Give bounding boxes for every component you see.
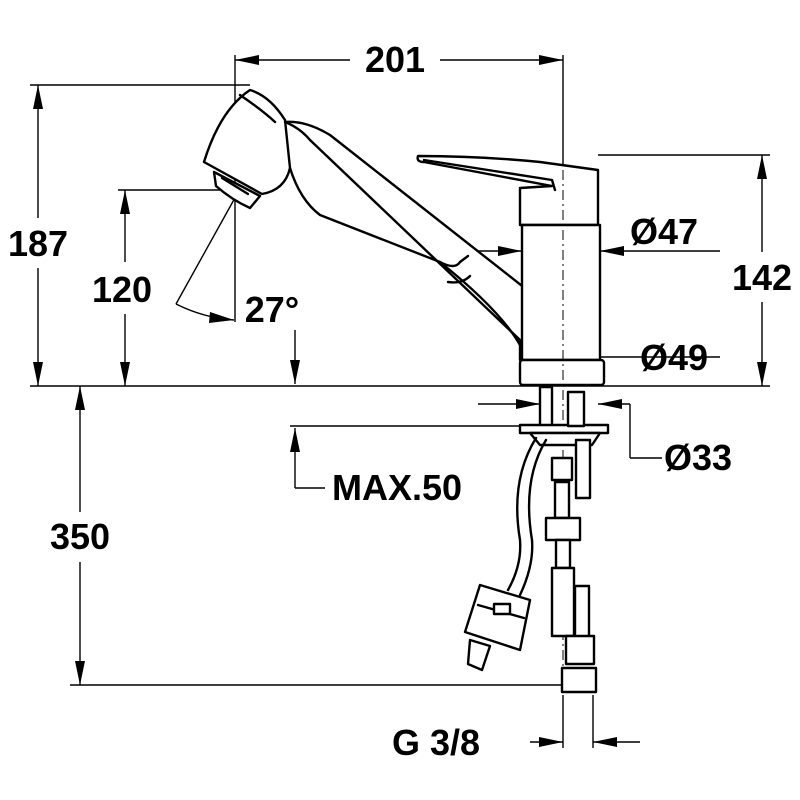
arrowhead — [235, 55, 259, 65]
lever-handle — [416, 154, 600, 227]
dimension-g38: G 3/8 — [392, 722, 480, 763]
lever-edge — [422, 158, 557, 192]
arrowhead — [498, 246, 522, 256]
arrowhead — [33, 85, 43, 109]
dimension-201: 201 — [365, 39, 425, 80]
braided-hose-long — [550, 566, 576, 638]
hose-weight-clip — [492, 602, 512, 616]
arrowhead — [600, 246, 624, 256]
arrowhead — [757, 362, 767, 386]
arrowhead — [516, 399, 540, 409]
supply-pipe-mid — [553, 480, 571, 520]
spout-angle-reference — [175, 195, 237, 305]
arrowhead — [33, 362, 43, 386]
connector-fitting — [550, 456, 574, 482]
dimension-diameter-49: Ø49 — [640, 337, 708, 378]
dimension-187: 187 — [8, 223, 68, 264]
spray-head-detail — [238, 93, 277, 124]
hex-nut — [544, 516, 582, 542]
faucet — [202, 88, 610, 694]
arrowhead — [209, 312, 234, 323]
supply-pipe-upper — [566, 390, 586, 428]
arrowhead — [120, 190, 130, 214]
arrowhead — [75, 386, 85, 410]
arrowhead — [539, 737, 563, 747]
dimension-350: 350 — [50, 516, 110, 557]
dimension-diameter-47: Ø47 — [630, 211, 698, 252]
hose-weight — [463, 583, 532, 652]
faucet-body — [520, 223, 602, 362]
dimension-120: 120 — [92, 269, 152, 310]
spout-ring-1 — [438, 254, 470, 268]
arrowhead — [539, 55, 563, 65]
connector-nut-g38 — [560, 666, 598, 694]
spout-ring-2 — [446, 274, 472, 284]
arrowhead — [598, 399, 622, 409]
spray-hose — [506, 436, 538, 592]
arrowhead — [757, 155, 767, 179]
arrowhead — [290, 428, 300, 452]
arrowhead — [593, 737, 617, 747]
mounting-shank — [538, 385, 554, 429]
dimension-27-degree: 27° — [245, 289, 299, 330]
spray-hose-outer — [518, 438, 548, 597]
nozzle-line — [220, 176, 250, 196]
dimension-max-50: MAX.50 — [332, 467, 462, 508]
arrowhead — [120, 362, 130, 386]
dimension-labels: 201 187 120 27° 142 Ø47 Ø49 Ø33 MAX.50 3… — [8, 39, 792, 763]
braided-hose-short — [574, 438, 592, 500]
faucet-base — [518, 358, 606, 387]
arrowhead — [290, 360, 300, 384]
hose-end — [466, 638, 492, 672]
supply-pipe-lower — [554, 538, 572, 570]
fitting-lower — [564, 634, 596, 666]
arrowhead — [75, 661, 85, 685]
dimension-lines — [30, 55, 770, 748]
dimension-diameter-33: Ø33 — [664, 437, 732, 478]
dimension-142: 142 — [732, 257, 792, 298]
